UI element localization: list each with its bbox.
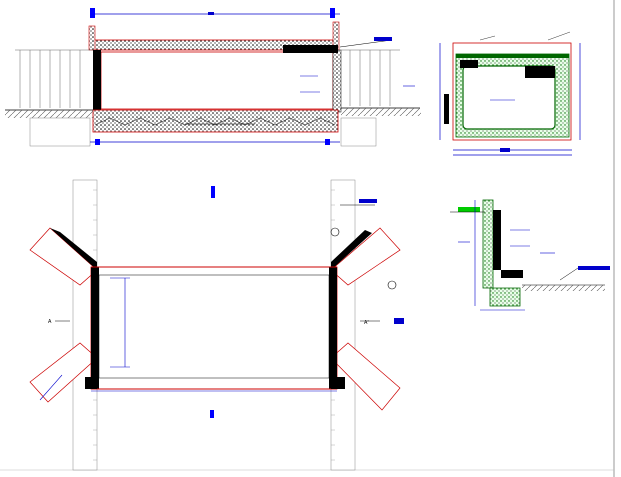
section-mark-a-prime: A' — [364, 320, 369, 326]
plan-tag-a-prime — [394, 318, 404, 324]
cross-tag-left — [444, 94, 449, 124]
detail-tag — [578, 266, 610, 270]
detail-bubble — [330, 227, 340, 237]
wing-fill-tl — [50, 228, 97, 270]
cross-outer — [452, 42, 572, 141]
cross-haunch-tr — [525, 66, 555, 78]
plan-tag-right — [359, 199, 377, 203]
culvert-opening — [100, 51, 334, 110]
ground-hatch-left — [5, 110, 93, 118]
ground-hatch-right — [341, 108, 421, 116]
plan-box-inner — [98, 274, 330, 379]
dim-tag — [325, 139, 330, 145]
plan-view: A A' — [29, 179, 404, 471]
top-beam — [283, 45, 338, 53]
detail-bubble — [387, 280, 397, 290]
footing-outline-left — [29, 117, 91, 147]
corner-br — [331, 377, 345, 389]
longitudinal-section — [5, 8, 421, 147]
cross-dim-text — [500, 148, 510, 152]
dim-text — [208, 12, 214, 15]
piles-left — [15, 49, 93, 108]
plan-tag-bottom — [210, 410, 214, 418]
wing-fill-tr — [331, 230, 372, 270]
callout-tag — [374, 37, 392, 41]
detail-ground-hatch — [522, 285, 605, 291]
plan-right-slab — [329, 267, 337, 389]
detail-wall-inner — [493, 210, 501, 270]
plan-wall-ticks — [93, 189, 335, 461]
left-parapet — [88, 25, 96, 51]
plan-tag-top — [211, 186, 215, 198]
section-mark-a: A — [48, 319, 52, 325]
piles-right — [341, 49, 400, 106]
detail-haunch — [501, 270, 523, 278]
bottom-slab — [92, 109, 339, 133]
wall-detail — [450, 199, 610, 311]
callout-leader — [339, 39, 393, 48]
detail-footing — [489, 287, 521, 307]
left-wall — [93, 50, 101, 112]
plan-left-slab — [91, 267, 99, 389]
dim-tag — [95, 139, 100, 145]
wing-dim — [39, 374, 63, 401]
cross-opening — [462, 65, 556, 130]
cross-section — [439, 31, 581, 156]
dim-tag — [330, 8, 335, 18]
right-wall — [332, 49, 342, 113]
detail-wall — [482, 199, 494, 289]
footing-outline-right — [340, 117, 377, 147]
cross-top-bar — [456, 54, 569, 58]
dim-tag — [90, 8, 95, 18]
detail-leader — [559, 267, 579, 281]
bottom-zigzag — [94, 117, 336, 126]
cross-leader — [479, 35, 496, 41]
detail-grass — [458, 207, 480, 212]
corner-bl — [85, 377, 97, 389]
cross-haunch-tl — [460, 60, 478, 68]
cross-leader — [547, 31, 571, 41]
